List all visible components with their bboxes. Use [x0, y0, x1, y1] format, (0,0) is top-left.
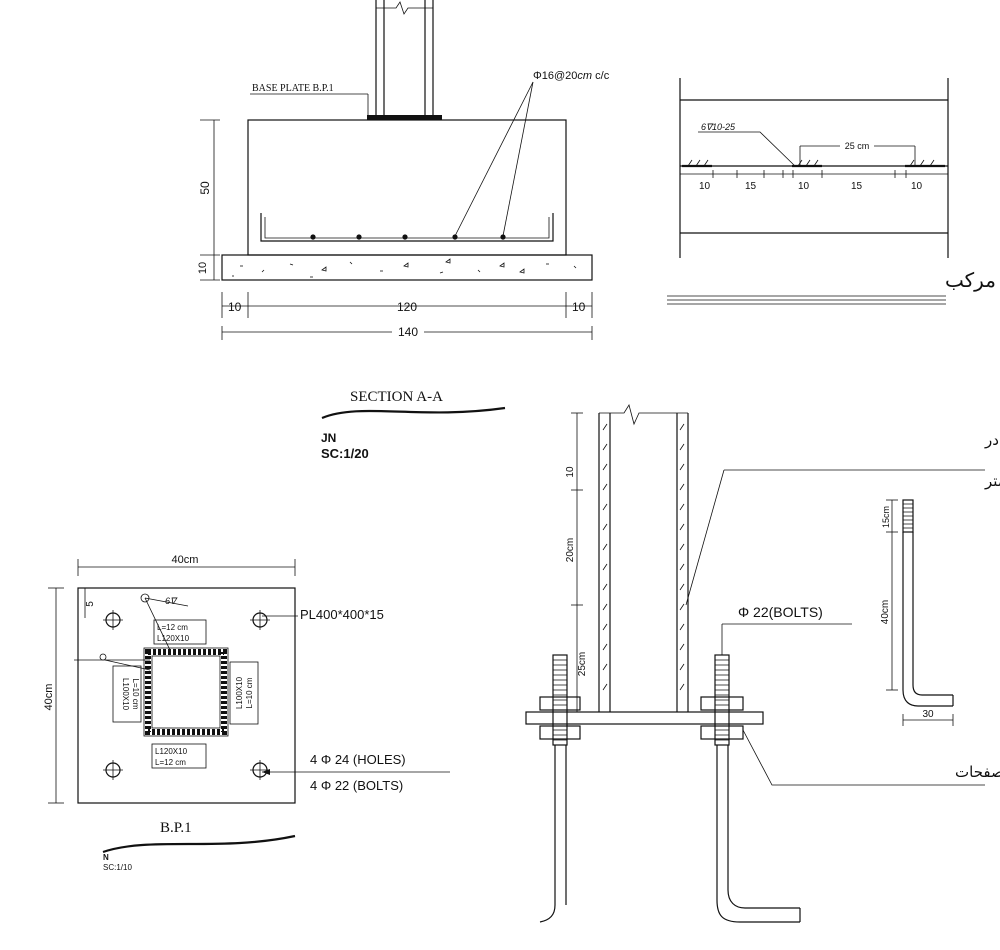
holes-spec: 4 Φ 24 (HOLES): [310, 752, 406, 767]
hook-bolt: 15cm 40cm 30: [880, 499, 954, 726]
svg-text:10: 10: [699, 181, 711, 192]
vertical-dims: 50 10: [197, 119, 220, 281]
bolt-label: Φ 22(BOLTS): [738, 604, 823, 620]
weld-note-line1: طول جوش در پای ستونها در: [984, 431, 1000, 450]
section-scale: SC:1/20: [321, 446, 369, 461]
svg-text:50: 50: [198, 181, 212, 195]
plate-scale: SC:1/10: [103, 863, 132, 872]
svg-text:20cm: 20cm: [565, 538, 576, 562]
plate-title: B.P.1: [160, 820, 192, 836]
column-walls: [598, 404, 689, 712]
base-plate-plan: 40cm 40cm 5 L=12 cm L120X10 L120X10 L: [43, 554, 450, 872]
svg-text:10: 10: [197, 262, 209, 274]
plate-height-label: 40cm: [43, 684, 55, 711]
plate-title-underline: [102, 834, 296, 854]
svg-text:25cm: 25cm: [577, 652, 588, 676]
connection-detail: 6∇10-25 25 cm 10 15 10 15 10 نحوه اتصال …: [667, 78, 1000, 305]
bottom-angle-length: L=12 cm: [155, 758, 186, 767]
bolt-hole-top-left: [103, 610, 123, 630]
svg-text:120: 120: [397, 300, 417, 314]
svg-text:40cm: 40cm: [880, 600, 891, 624]
right-angle-length: L=10 cm: [245, 677, 254, 708]
svg-text:10: 10: [228, 300, 242, 314]
horizontal-dims: 10 120 10 140: [221, 292, 593, 340]
top-angle-length: L=12 cm: [157, 623, 188, 632]
rebar: [260, 213, 554, 242]
weld-note-line2: هر چهار وجه حداقل ۲۵ سانتیمتر: [984, 472, 1000, 490]
weld-label: 6∇10-25: [701, 122, 736, 132]
plate-scale-mark: N: [103, 853, 109, 862]
svg-text:15: 15: [851, 181, 863, 192]
svg-text:10: 10: [565, 466, 576, 478]
plate-spec: PL400*400*15: [300, 607, 384, 622]
left-angle-size: L100X10: [121, 678, 130, 711]
column-stub: [375, 0, 434, 115]
lean-concrete: [221, 254, 593, 281]
bolt-holes: [103, 610, 270, 780]
plate-outline: [77, 587, 296, 804]
right-angle-size: L100X10: [235, 676, 244, 709]
svg-text:140: 140: [398, 325, 418, 339]
svg-text:15: 15: [745, 181, 757, 192]
anchor-base-plate: [525, 711, 764, 725]
svg-text:15cm: 15cm: [881, 506, 891, 528]
footing: [247, 119, 567, 256]
anchor-detail: 10 20cm 25cm طول جوش در: [525, 404, 1000, 923]
title-underline: [321, 406, 506, 420]
scale-mark: JN: [321, 431, 336, 445]
top-angle-size: L120X10: [157, 634, 190, 643]
rebar-dots: [310, 234, 506, 240]
svg-text:30: 30: [922, 709, 934, 720]
left-angle-length: L=10 cm: [131, 679, 140, 710]
plate-width-label: 40cm: [172, 554, 199, 566]
base-plate: [367, 115, 442, 120]
bolt-hole-bottom-right: [250, 760, 270, 780]
svg-text:10: 10: [798, 181, 810, 192]
box-column: [143, 647, 229, 737]
rebar-spec: Φ16@20cm c/c: [533, 70, 610, 82]
base-plate-label: BASE PLATE B.P.1: [252, 83, 334, 94]
spacing-label: 25 cm: [845, 141, 870, 151]
bolt-hole-bottom-left: [103, 760, 123, 780]
nut-note: مهره جهت رگلاژ صفحات: [955, 763, 1000, 781]
bottom-angle-size: L120X10: [155, 747, 188, 756]
svg-text:10: 10: [911, 181, 923, 192]
weld-mark: 6∇: [165, 596, 178, 606]
bolts-spec: 4 Φ 22 (BOLTS): [310, 778, 403, 793]
connection-caption: نحوه اتصال تیر یا ستونهای مرکب: [945, 268, 1000, 292]
anchor-bolt-left: [539, 654, 581, 923]
bolt-hole-top-right: [250, 610, 270, 630]
concrete-hatch: [232, 258, 577, 278]
section-aa: BASE PLATE B.P.1 Φ16@20cm c/c: [197, 0, 610, 461]
anchor-bolt-right: [700, 654, 801, 923]
svg-text:5: 5: [85, 601, 96, 607]
section-title: SECTION A-A: [350, 389, 443, 405]
svg-text:10: 10: [572, 300, 586, 314]
